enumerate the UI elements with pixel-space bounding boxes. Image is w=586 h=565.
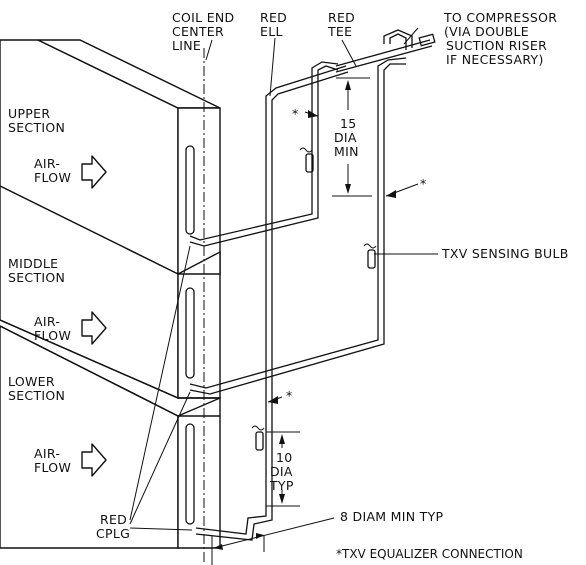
label-lower-2: SECTION bbox=[8, 388, 65, 403]
label-upper-1: UPPER bbox=[8, 106, 50, 121]
label-flow-middle: FLOW bbox=[34, 328, 71, 343]
label-red-cplg-1: RED bbox=[100, 512, 127, 527]
label-lower-1: LOWER bbox=[8, 374, 55, 389]
star-upper: * bbox=[292, 106, 299, 121]
label-air-upper: AIR- bbox=[34, 156, 60, 171]
text-labels: COIL END CENTER LINE RED ELL RED TEE TO … bbox=[8, 10, 569, 561]
label-8-diam: 8 DIAM MIN TYP bbox=[340, 509, 444, 524]
label-red-ell-2: ELL bbox=[260, 24, 283, 39]
label-flow-lower: FLOW bbox=[34, 460, 71, 475]
label-to-compressor-2: (VIA DOUBLE bbox=[444, 24, 529, 39]
label-air-lower: AIR- bbox=[34, 446, 60, 461]
label-red-cplg-2: CPLG bbox=[96, 526, 130, 541]
star-lower: * bbox=[286, 388, 293, 403]
footnote-txv-equalizer: *TXV EQUALIZER CONNECTION bbox=[336, 547, 523, 561]
label-upper-2: SECTION bbox=[8, 120, 65, 135]
coil-stack bbox=[0, 39, 221, 549]
dimension-10-dia bbox=[266, 431, 300, 507]
label-15-dia: DIA bbox=[334, 130, 357, 145]
label-to-compressor-1: TO COMPRESSOR bbox=[443, 10, 557, 25]
upper-section-block bbox=[0, 39, 221, 276]
label-flow-upper: FLOW bbox=[34, 170, 71, 185]
label-air-middle: AIR- bbox=[34, 314, 60, 329]
label-red-tee-1: RED bbox=[328, 10, 355, 25]
dimension-15-dia bbox=[332, 77, 372, 197]
label-to-compressor-4: IF NECESSARY) bbox=[446, 52, 544, 67]
label-15: 15 bbox=[340, 116, 357, 131]
label-coil-end-2: CENTER bbox=[172, 24, 224, 39]
label-txv-sensing-bulb: TXV SENSING BULB bbox=[441, 246, 569, 261]
coil-headers bbox=[185, 145, 195, 525]
label-to-compressor-3: SUCTION RISER bbox=[446, 38, 547, 53]
label-10-typ: TYP bbox=[269, 478, 294, 493]
star-right: * bbox=[420, 176, 427, 191]
label-red-tee-2: TEE bbox=[327, 24, 352, 39]
label-coil-end-3: LINE bbox=[172, 38, 201, 53]
label-15-min: MIN bbox=[334, 144, 359, 159]
label-red-ell-1: RED bbox=[260, 10, 287, 25]
label-10: 10 bbox=[276, 450, 293, 465]
suction-piping bbox=[189, 29, 436, 541]
label-middle-2: SECTION bbox=[8, 270, 65, 285]
label-middle-1: MIDDLE bbox=[8, 256, 58, 271]
label-coil-end-1: COIL END bbox=[172, 10, 234, 25]
label-10-dia: DIA bbox=[270, 464, 293, 479]
airflow-arrow-icon bbox=[81, 155, 107, 477]
dimension-8-diam bbox=[211, 517, 335, 565]
leader-arrow-icon bbox=[129, 27, 438, 531]
sensing-bulb-icon bbox=[251, 147, 377, 451]
